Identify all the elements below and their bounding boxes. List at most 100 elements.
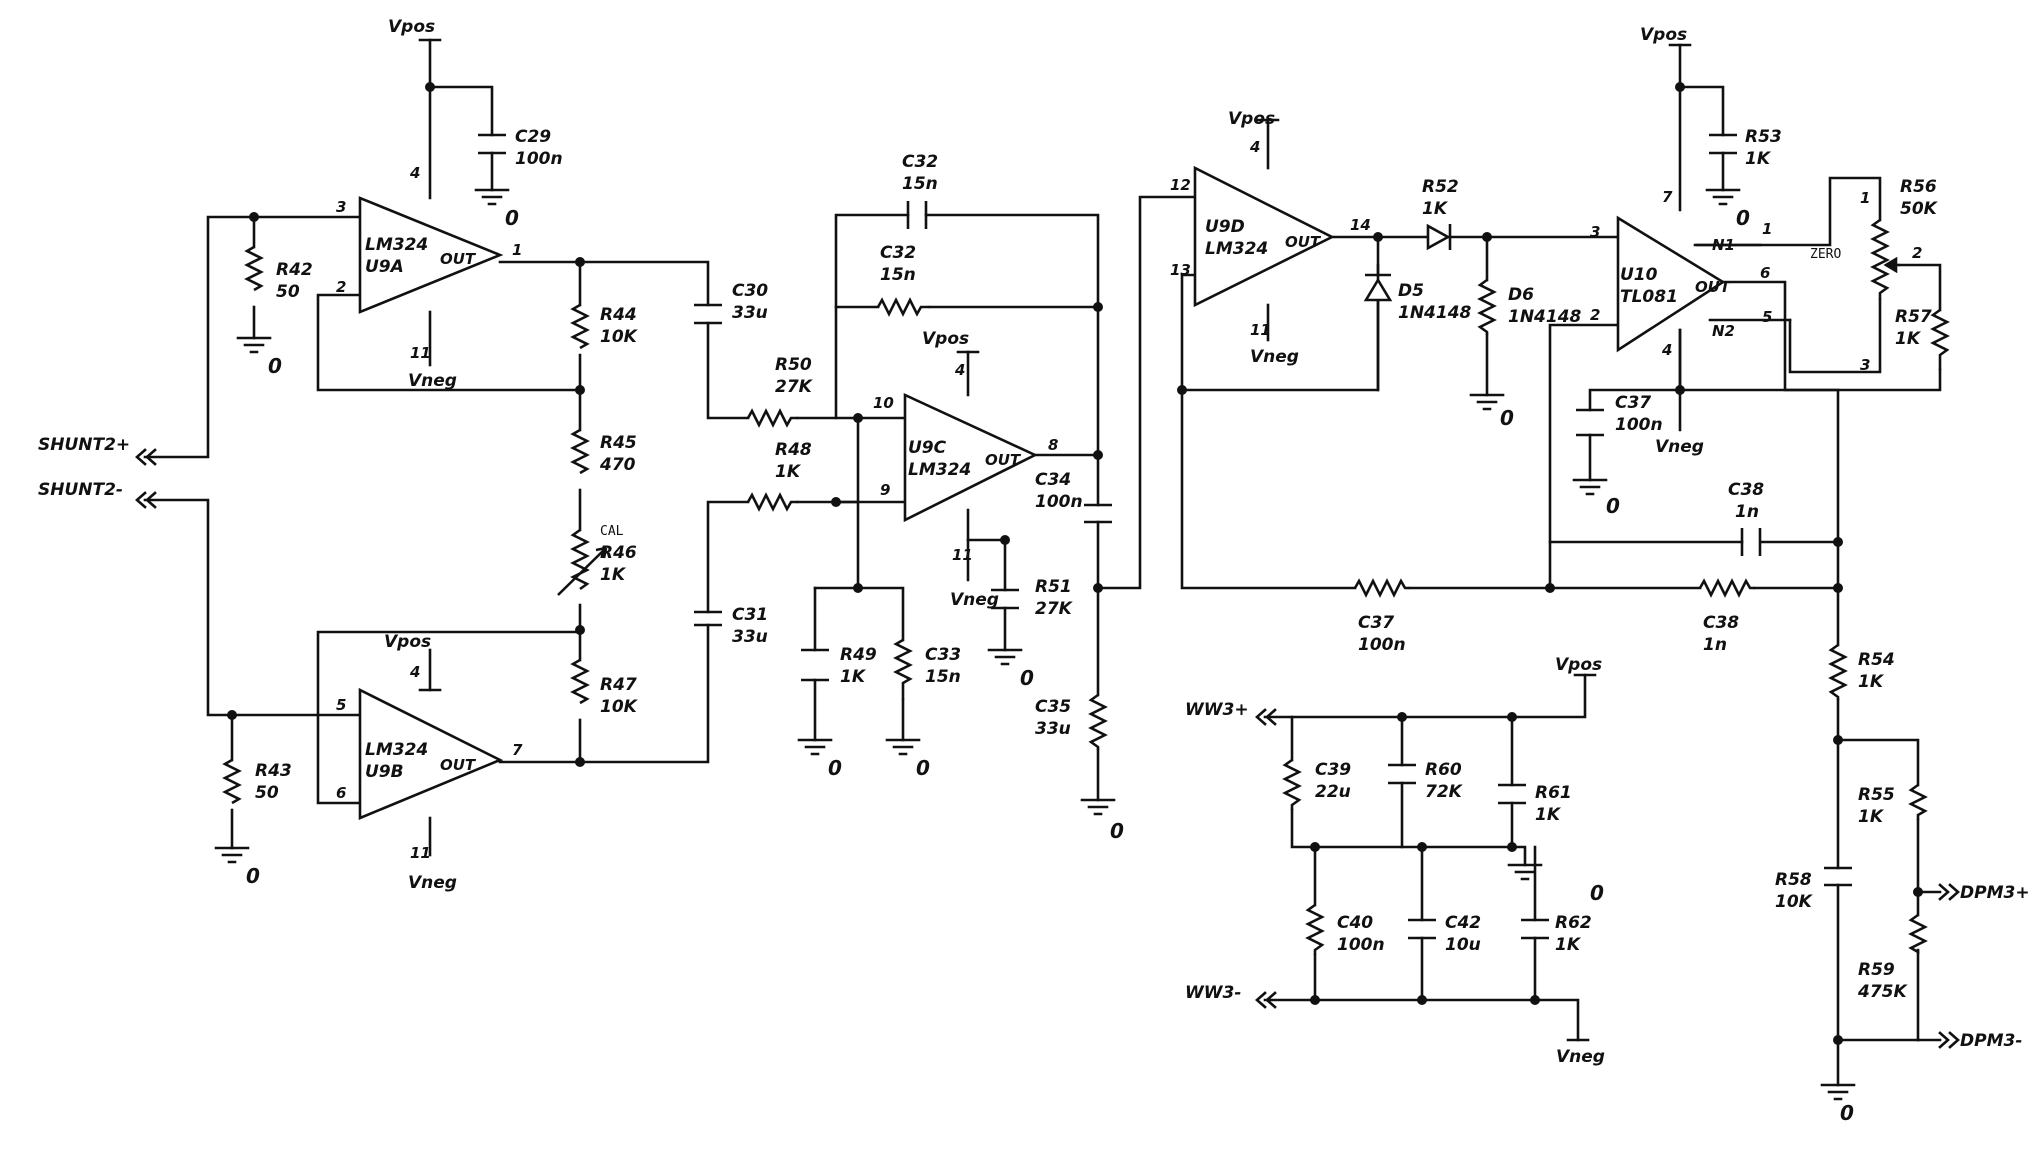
- component-value: 1K: [1555, 935, 1582, 955]
- capacitor-c34: R51 27K: [991, 577, 1074, 619]
- component-ref: R52: [1422, 177, 1459, 197]
- pin-label: 11: [410, 344, 431, 362]
- ground-symbol: 0: [885, 738, 930, 780]
- component-value: 100n: [515, 149, 563, 169]
- pin-label: 1: [1762, 220, 1772, 238]
- svg-text:0: 0: [1020, 666, 1034, 690]
- ground-symbol: 0: [474, 188, 519, 230]
- component-value: 1K: [600, 565, 627, 585]
- opamp-u9d: U9D LM324 OUT 12 13 14 4 11 Vpos Vneg: [1170, 109, 1371, 367]
- component-ref: C32: [902, 152, 938, 172]
- component-ref: R56: [1900, 177, 1937, 197]
- zero-label: ZERO: [1810, 247, 1841, 262]
- component-ref: R57: [1895, 307, 1932, 327]
- component-ref: C40: [1337, 913, 1373, 933]
- opamp-u9b: LM324 U9B OUT 5 6 7 4 11 Vpos Vneg: [336, 632, 523, 893]
- resistor-r43: R43 50: [222, 758, 292, 805]
- ground-symbol: 0: [1507, 863, 1604, 905]
- c32-label: C32 15n: [902, 152, 938, 194]
- pin-label: 2: [336, 278, 346, 296]
- component-value: 15n: [902, 174, 938, 194]
- resistor-r42: R42 50: [244, 245, 313, 302]
- vpos-label: Vpos: [1555, 655, 1602, 675]
- component-ref: C37: [1615, 393, 1651, 413]
- component-value: 1K: [1535, 805, 1562, 825]
- pot-pin: 3: [1860, 356, 1870, 374]
- svg-text:WW3+: WW3+: [1185, 700, 1249, 720]
- component-value: 100n: [1358, 635, 1406, 655]
- pin-label: 11: [952, 546, 973, 564]
- diode-d6: D5 1N4148: [1363, 273, 1472, 323]
- svg-text:0: 0: [1736, 206, 1750, 230]
- component-ref: C42: [1445, 913, 1481, 933]
- pin-label: 3: [1590, 223, 1600, 241]
- component-value: 10K: [600, 327, 639, 347]
- capacitor-c29: C29 100n: [478, 127, 563, 169]
- component-ref: C31: [732, 605, 768, 625]
- component-ref: R53: [1745, 127, 1782, 147]
- opamp-part: LM324: [365, 740, 428, 760]
- resistor-r60: R59 475K: [1857, 913, 1928, 1002]
- pin-label: 13: [1170, 261, 1191, 279]
- resistor-r44: R44 10K: [570, 303, 639, 350]
- component-value: 33u: [732, 303, 768, 323]
- component-ref: R58: [1775, 870, 1812, 890]
- port-shunt2-plus: SHUNT2+: [38, 435, 157, 466]
- svg-text:0: 0: [505, 206, 519, 230]
- component-ref: C37: [1358, 613, 1394, 633]
- cal-label: CAL: [600, 524, 624, 539]
- capacitor-c43: R62 1K: [1521, 913, 1592, 955]
- resistor-r46-pot: CAL R46 1K: [557, 524, 637, 596]
- opamp-part: LM324: [365, 235, 428, 255]
- svg-text:0: 0: [916, 756, 930, 780]
- capacitor-c40: R60 72K: [1388, 760, 1464, 802]
- opamp-u9a: LM324 U9A OUT 3 2 1 4 11 Vpos Vneg: [336, 17, 522, 391]
- component-value: 50: [255, 783, 279, 803]
- port-dpm3-minus: DPM3-: [1938, 1031, 2022, 1051]
- ground-symbol: 0: [214, 846, 260, 888]
- opamp-out-label: OUT: [440, 756, 477, 774]
- pin-label: 11: [1250, 321, 1271, 339]
- resistor-r54: C37 100n: [1353, 578, 1410, 655]
- ground-symbol: 0: [1469, 393, 1514, 430]
- svg-text:0: 0: [1110, 819, 1124, 843]
- capacitor-c41: C42 10u: [1408, 913, 1481, 955]
- component-ref: C39: [1315, 760, 1351, 780]
- resistor-r57: R57 1K: [1895, 307, 1950, 370]
- pin-label: 4: [1661, 341, 1672, 359]
- pot-pin: 1: [1860, 189, 1870, 207]
- svg-text:0: 0: [268, 354, 282, 378]
- svg-text:0: 0: [1840, 1101, 1854, 1125]
- component-value: 10K: [1775, 892, 1814, 912]
- component-ref: R49: [840, 645, 877, 665]
- vneg-label: Vneg: [1556, 1047, 1605, 1067]
- capacitor-c36: R53 1K: [1709, 127, 1782, 169]
- resistor-r59: R55 1K: [1858, 783, 1928, 827]
- opamp-u10: U10 TL081 OUT 3 2 6 7 4 1 5 N1 N2 Vpos V…: [1590, 25, 1792, 457]
- component-value: 1K: [1745, 149, 1772, 169]
- component-ref: R43: [255, 761, 292, 781]
- svg-text:DPM3+: DPM3+: [1960, 883, 2030, 903]
- svg-text:SHUNT2-: SHUNT2-: [38, 480, 123, 500]
- component-value: 22u: [1315, 782, 1351, 802]
- pin-label: 4: [954, 361, 965, 379]
- component-ref: R62: [1555, 913, 1592, 933]
- svg-text:0: 0: [828, 756, 842, 780]
- component-value: 1K: [1858, 672, 1885, 692]
- opamp-part: LM324: [1205, 239, 1268, 259]
- resistor-r56-pot: R56 50K ZERO 1 2 3: [1810, 177, 1939, 374]
- pin-label: 7: [512, 741, 523, 759]
- opamp-u9c: U9C LM324 OUT 10 9 8 4 11 Vpos Vneg: [873, 329, 1058, 610]
- component-value: 100n: [1615, 415, 1663, 435]
- svg-text:0: 0: [1590, 881, 1604, 905]
- resistor-r62: C40 100n: [1305, 903, 1385, 955]
- vneg-label: Vneg: [950, 590, 999, 610]
- component-ref: C33: [925, 645, 961, 665]
- component-ref: C34: [1035, 470, 1071, 490]
- component-value: 1K: [1895, 329, 1922, 349]
- svg-text:DPM3-: DPM3-: [1960, 1031, 2022, 1051]
- component-value: 33u: [732, 627, 768, 647]
- component-value: 50K: [1900, 199, 1939, 219]
- pin-label: 4: [409, 164, 420, 182]
- component-ref: R48: [775, 440, 812, 460]
